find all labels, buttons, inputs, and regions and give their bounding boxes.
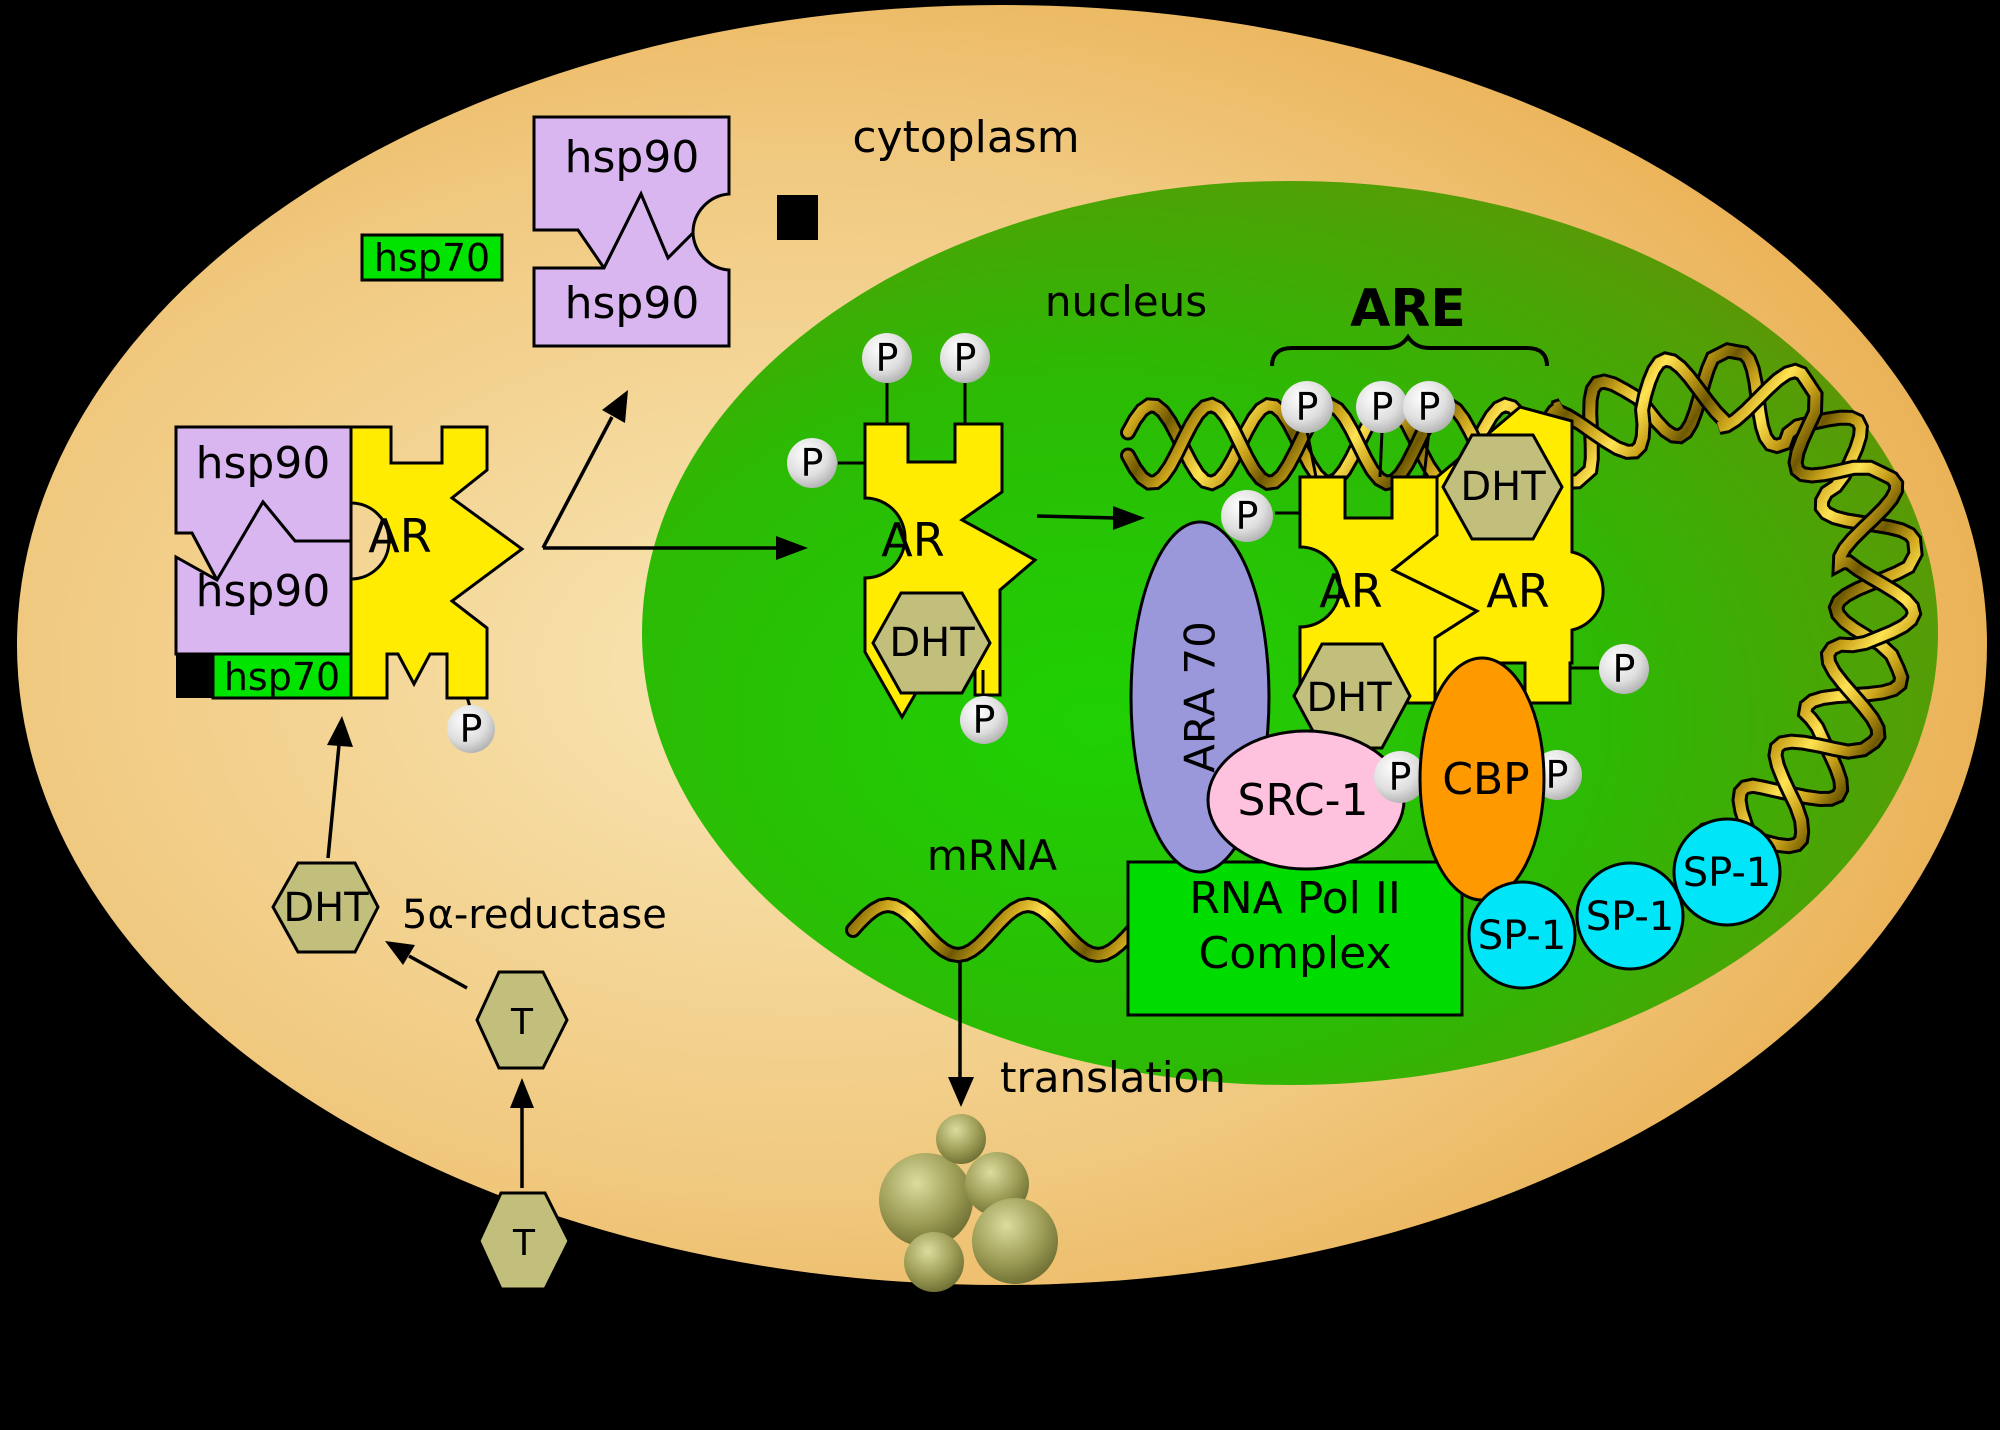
nucleus-label: nucleus — [1045, 277, 1207, 326]
dna-strand-a — [1123, 354, 1920, 852]
src1-label: SRC-1 — [1238, 775, 1369, 826]
arrowhead-to-hsp90-dimer — [602, 390, 628, 423]
dht-hexagon-cytoplasm — [271, 861, 380, 954]
arrowhead-translation — [948, 1077, 974, 1107]
hormone-conversion: DHT 5α-reductase T T — [271, 716, 667, 1291]
arrow-t-to-dht — [408, 954, 468, 990]
sp1-circle-3 — [1672, 817, 1782, 927]
arrowhead-t-entering-cell — [510, 1078, 534, 1108]
arrowhead-into-nucleus — [776, 536, 808, 560]
arrowhead-t-to-dht — [385, 941, 415, 965]
ribosome-cluster — [879, 1114, 1058, 1292]
phosphate-label-11: P — [1389, 755, 1412, 799]
testosterone-label-outer: T — [512, 1223, 536, 1264]
phosphate-stalk-6 — [1305, 430, 1318, 478]
sp1-label-2: SP-1 — [1586, 894, 1675, 940]
phosphate-label-1: P — [460, 707, 483, 751]
phosphate-label-5: P — [973, 698, 996, 742]
ar-hsp90-hsp70-complex: hsp90 hsp90 hsp70 AR P — [174, 425, 525, 753]
sp1-circle-2 — [1575, 861, 1685, 971]
phosphate-label-6: P — [1296, 385, 1319, 429]
sp1-circle-1 — [1467, 880, 1577, 990]
arrow-to-dna-binding — [1036, 514, 1117, 520]
phosphate-circle-6 — [1281, 381, 1333, 433]
mrna-ribbon — [845, 896, 1148, 964]
arrow-to-hsp90-dimer — [541, 416, 614, 549]
ar-label-4: AR — [1486, 564, 1549, 618]
testosterone-hexagon-inner — [475, 970, 569, 1070]
phosphate-circle-7 — [1356, 381, 1408, 433]
hsp70-bar-label: hsp70 — [224, 655, 340, 699]
phosphate-circle-10 — [1599, 644, 1649, 694]
arrow-dht-to-complex — [326, 744, 341, 859]
translation-label: translation — [1000, 1053, 1226, 1102]
ar-label-3: AR — [1319, 564, 1382, 618]
rna-pol-label-line1: RNA Pol II — [1189, 873, 1401, 924]
phosphate-circle-5 — [960, 696, 1008, 744]
ar-label-2: AR — [881, 513, 944, 567]
ribosome-4 — [904, 1232, 964, 1292]
hsp70-free-label: hsp70 — [374, 236, 490, 280]
phosphate-stalk-7 — [1378, 430, 1384, 478]
ar-dht-complex-nuclear: AR DHT P P P P — [787, 333, 1038, 744]
rna-pol-box — [1126, 860, 1464, 1017]
mrna-strand — [848, 899, 1145, 961]
phosphate-label-3: P — [954, 336, 977, 380]
phosphate-circle-11 — [1374, 751, 1426, 803]
are-label: ARE — [1350, 279, 1466, 339]
phosphate-label-12: P — [1546, 753, 1569, 797]
hsp90-dimer-bottom-half — [532, 190, 731, 348]
dht-label-dimer-bottom: DHT — [1306, 675, 1392, 721]
hsp90-dimer-label-bottom: hsp90 — [565, 278, 700, 329]
phosphate-stalk-8 — [1422, 430, 1431, 478]
phosphate-circle-2 — [862, 333, 912, 383]
testosterone-label-inner: T — [510, 1002, 534, 1043]
ribosome-5 — [972, 1198, 1058, 1284]
phosphate-label-4: P — [801, 441, 824, 485]
sp1-group: SP-1 SP-1 SP-1 — [1467, 817, 1782, 990]
phosphate-label-7: P — [1371, 385, 1394, 429]
dht-label-cytoplasm: DHT — [283, 885, 369, 931]
hsp90-dimer-label-top: hsp90 — [565, 132, 700, 183]
ar-label-1: AR — [368, 509, 431, 563]
sp1-label-3: SP-1 — [1683, 850, 1772, 896]
reductase-label: 5α-reductase — [402, 892, 667, 938]
dht-label-nuclear: DHT — [889, 620, 975, 666]
ara70-label: ARA 70 — [1176, 621, 1225, 773]
phosphate-circle-8 — [1403, 381, 1455, 433]
cbp-label: CBP — [1442, 754, 1529, 805]
arrowhead-dht-to-complex — [327, 716, 353, 747]
dht-hexagon-nuclear — [871, 591, 992, 695]
dht-label-dimer-top: DHT — [1460, 464, 1546, 510]
are-brace — [1270, 333, 1549, 367]
phosphate-circle-4 — [787, 438, 837, 488]
dht-hexagon-dimer-top — [1441, 433, 1564, 541]
cytoplasm-label: cytoplasm — [852, 112, 1079, 163]
phosphate-circle-1 — [447, 705, 495, 753]
rna-pol-label-line2: Complex — [1199, 928, 1392, 979]
hsp90-label-2: hsp90 — [196, 566, 331, 617]
phosphate-circle-9 — [1221, 490, 1273, 542]
phosphate-label-10: P — [1613, 647, 1636, 691]
phosphate-label-9: P — [1236, 494, 1259, 538]
ar-protein-chaperoned — [349, 425, 525, 700]
testosterone-hexagon-outer — [477, 1191, 571, 1291]
hsp70-free-box — [360, 233, 504, 282]
black-square-small — [176, 654, 213, 698]
phosphate-label-8: P — [1418, 385, 1441, 429]
ribosome-1 — [879, 1153, 973, 1247]
black-square-cofactor — [777, 195, 818, 240]
hsp90-label-1: hsp90 — [196, 438, 331, 489]
phosphate-circle-3 — [940, 333, 990, 383]
ribosome-2 — [936, 1114, 986, 1164]
mrna-label: mRNA — [927, 831, 1058, 880]
hsp90-dimer-box: hsp90 hsp90 — [532, 115, 731, 348]
arrowhead-to-dna-binding — [1113, 506, 1145, 530]
phosphate-label-2: P — [876, 336, 899, 380]
ar-dimer-on-dna: DHT DHT AR AR P P P P P — [1221, 381, 1649, 750]
sp1-label-1: SP-1 — [1478, 913, 1567, 959]
